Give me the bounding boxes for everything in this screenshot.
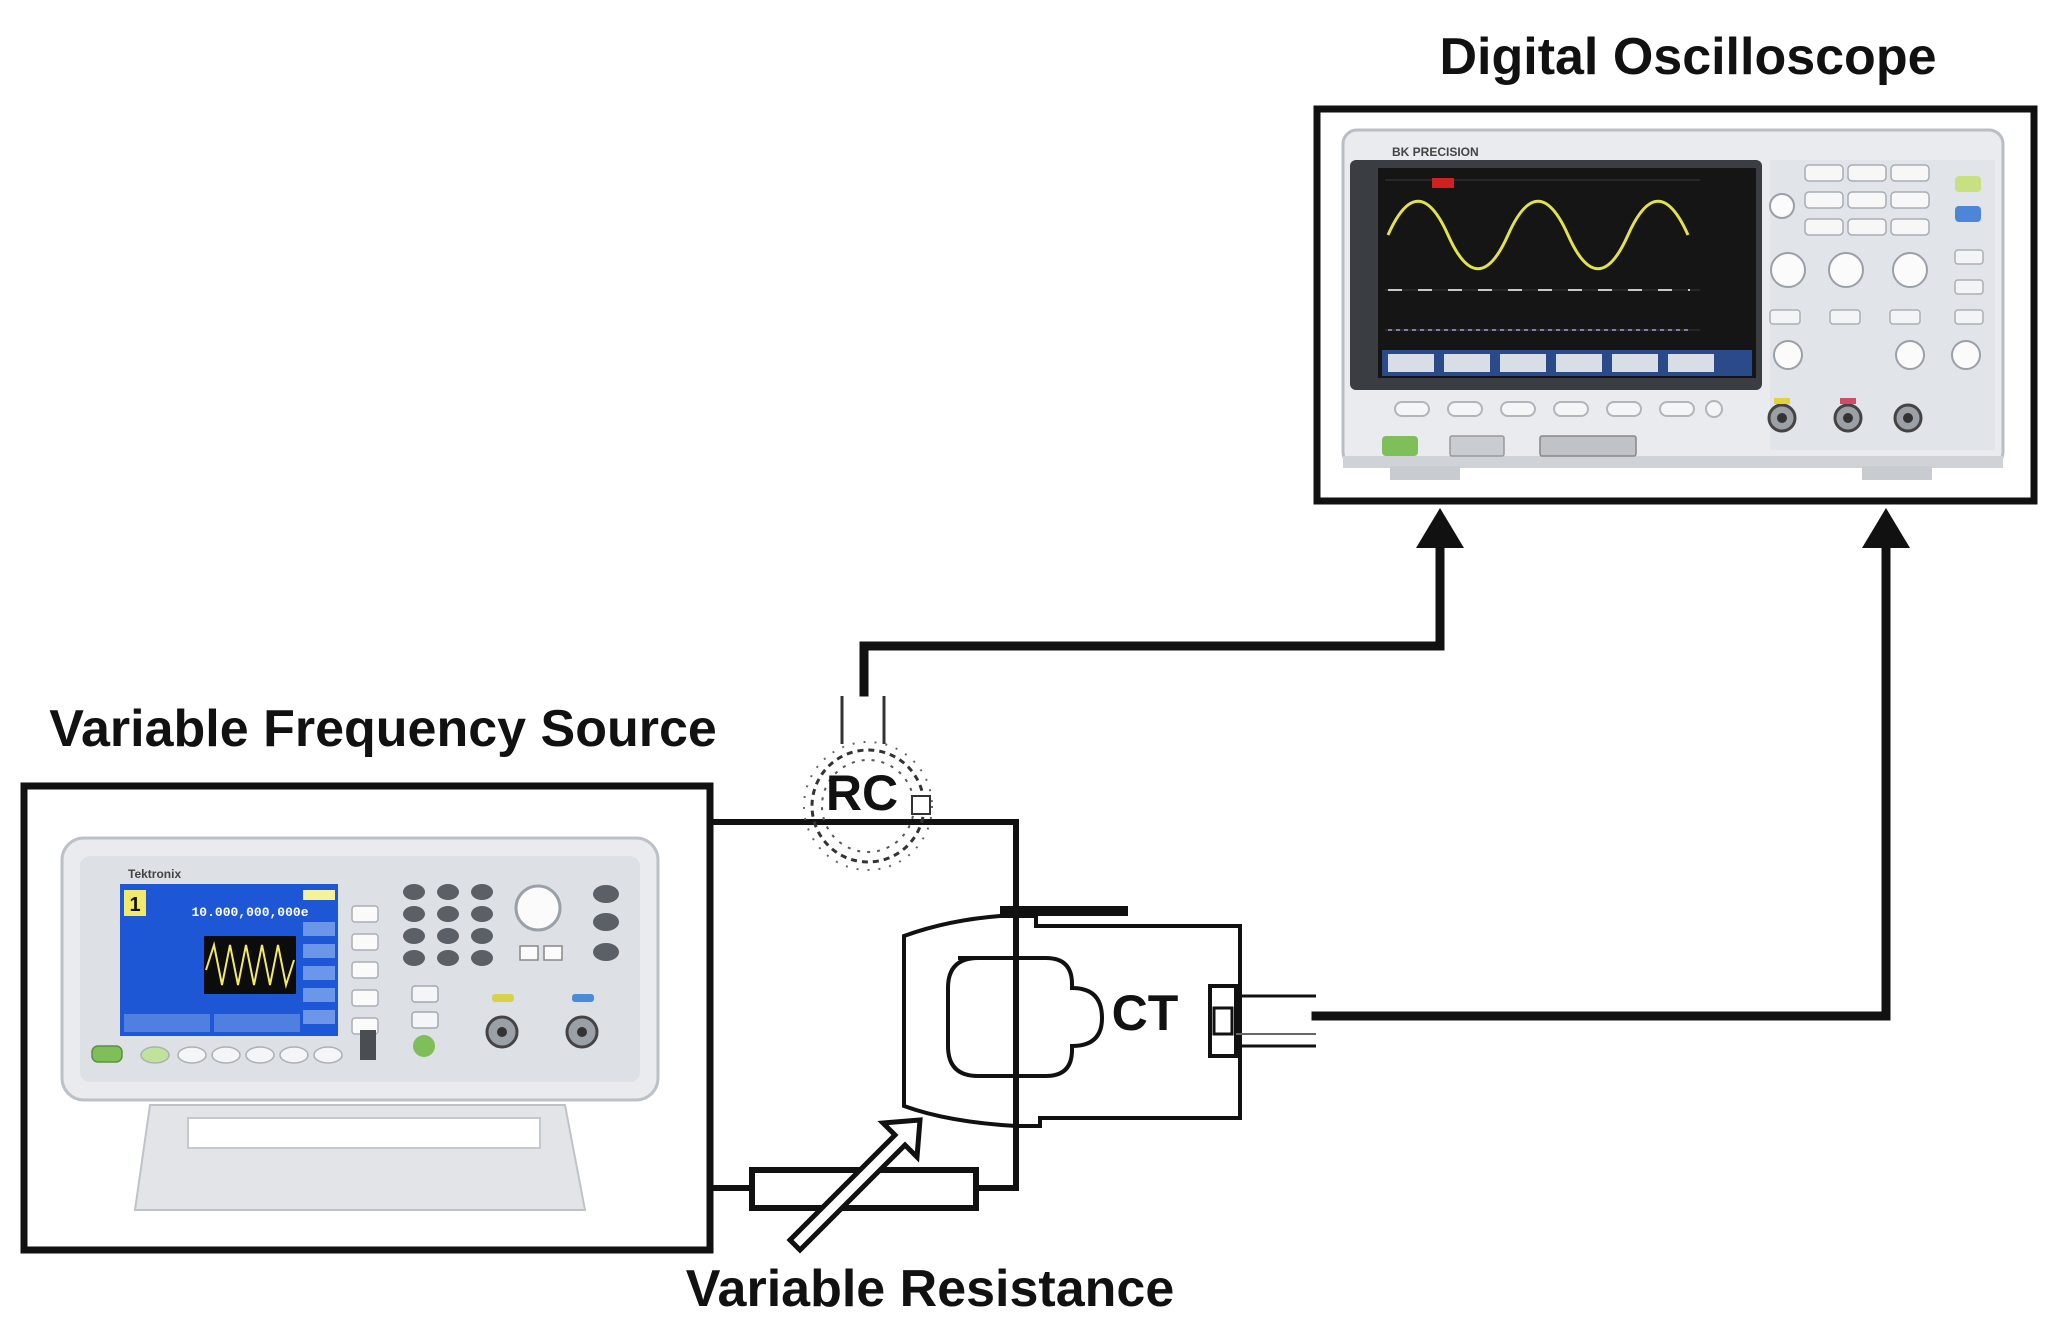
rogowski-label: RC (826, 765, 898, 821)
oscilloscope-screen (1378, 168, 1756, 378)
source-title: Variable Frequency Source (49, 700, 717, 758)
oscilloscope-brand: BK PRECISION (1392, 145, 1479, 159)
oscilloscope-title: Digital Oscilloscope (1439, 28, 1936, 86)
variable-resistor-arrow (786, 1117, 923, 1254)
resistance-title: Variable Resistance (686, 1260, 1175, 1318)
rogowski-coil: RC (803, 696, 933, 871)
generator-channel: 1 (129, 894, 140, 916)
variable-resistor (749, 1117, 979, 1254)
oscilloscope-bnc-inputs (1767, 398, 1923, 433)
generator-brand: Tektronix (128, 867, 181, 881)
oscilloscope-box: BK PRECISION (1313, 105, 2038, 505)
current-transformer: CT (902, 906, 1316, 1128)
ct-to-scope-arrowhead (1862, 508, 1910, 548)
ct-to-scope-lead (1311, 541, 1891, 1021)
rc-to-scope-arrowhead (1416, 508, 1464, 548)
rc-to-scope-lead (859, 541, 1445, 697)
generator-knob (514, 884, 562, 932)
generator-display-value: 10.000,000,000e (191, 905, 308, 920)
oscilloscope-sine-trace (1386, 200, 1690, 270)
ct-label: CT (1112, 985, 1179, 1041)
source-box: Tektronix 1 10.000,000,000e (20, 782, 714, 1254)
